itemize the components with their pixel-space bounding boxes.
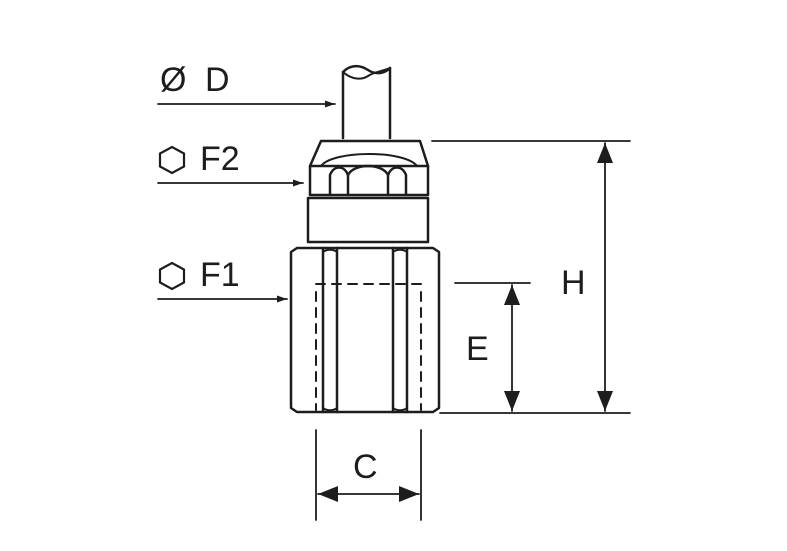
width-label: C [353, 448, 378, 486]
upper-nut [308, 139, 430, 197]
hexagon-icon [158, 145, 186, 175]
hex-f1-label: F1 [200, 256, 240, 294]
internal-thread-hidden-lines [315, 283, 422, 411]
collar [306, 196, 430, 244]
extension-lines [315, 140, 631, 521]
tube [341, 64, 392, 140]
height-label: H [561, 264, 586, 302]
diameter-label: D [205, 61, 230, 99]
leader-lines [157, 100, 336, 303]
dimension-lines [317, 142, 613, 502]
diameter-symbol: Ø [160, 61, 187, 99]
lower-hex-body [289, 246, 441, 414]
hexagon-icon [158, 261, 186, 291]
hex-f2-label: F2 [200, 140, 240, 178]
depth-label: E [466, 330, 489, 368]
